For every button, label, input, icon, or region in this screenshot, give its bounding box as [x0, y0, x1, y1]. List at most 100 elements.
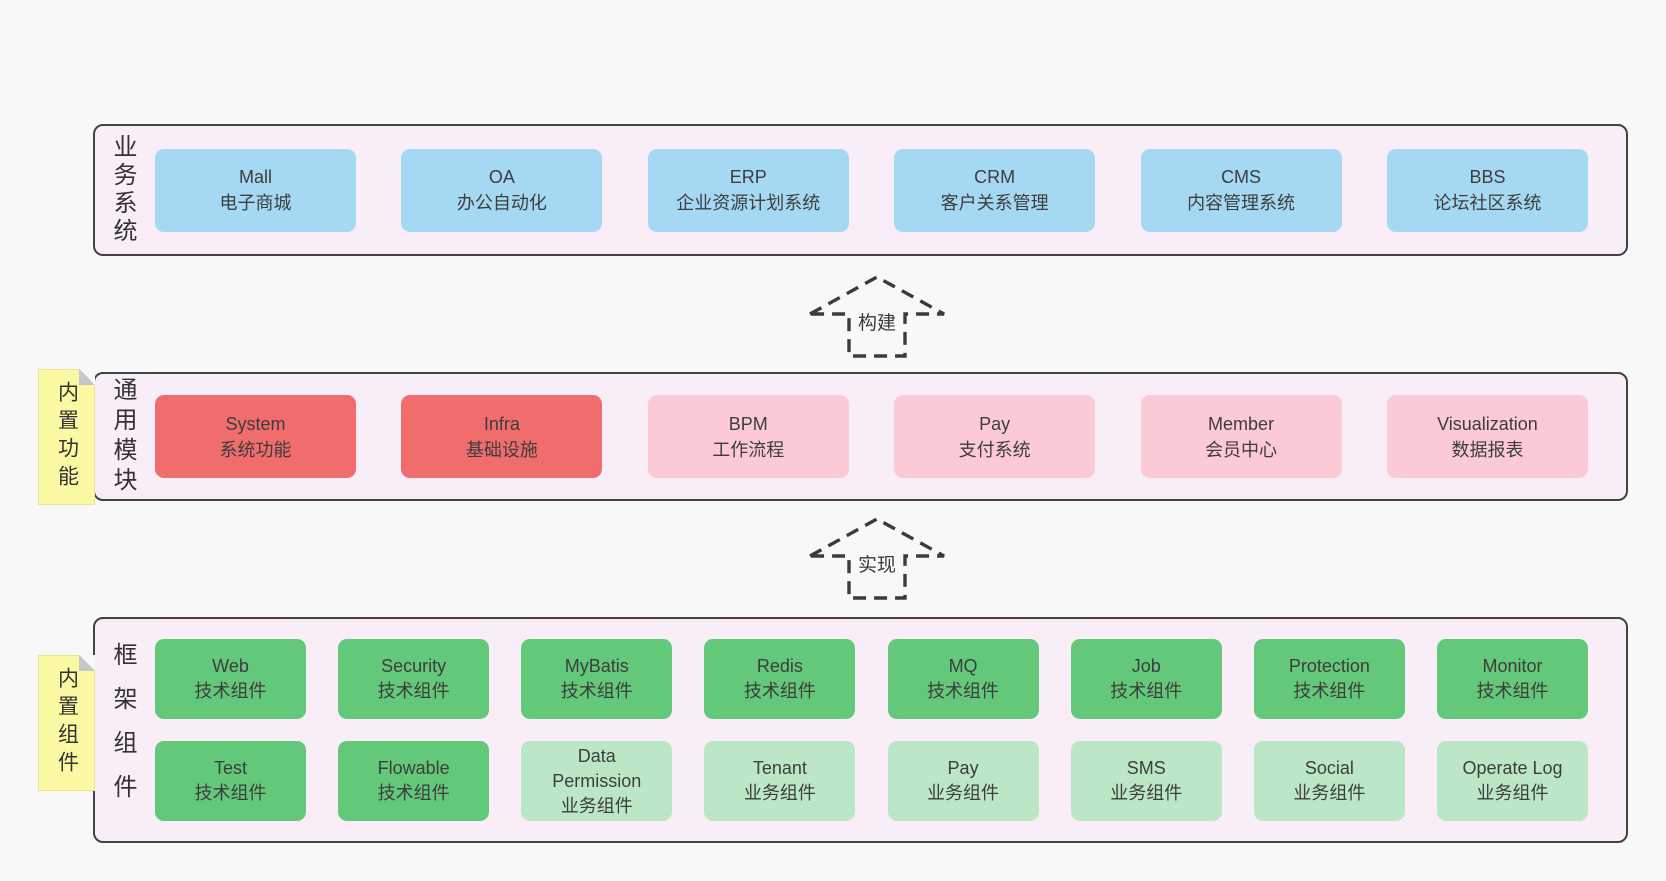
node-desc: 基础设施: [465, 439, 538, 460]
node-name: Pay: [947, 758, 979, 778]
node-desc: 内容管理系统: [1187, 193, 1296, 213]
node-redis: Redis 技术组件: [704, 639, 856, 719]
band-framework-components: 框架组件 Web 技术组件 Security 技术组件 MyBatis 技术组件…: [93, 617, 1628, 843]
node-name: Visualization: [1437, 413, 1538, 434]
node-monitor: Monitor 技术组件: [1436, 639, 1588, 719]
node-name: Data Permission: [552, 745, 642, 791]
node-tenant: Tenant 业务组件: [704, 741, 856, 821]
node-name: Mall: [238, 167, 272, 187]
node-desc: 业务组件: [560, 795, 633, 816]
node-test: Test 技术组件: [155, 741, 306, 821]
node-name: Protection: [1288, 656, 1370, 676]
node-infra: Infra 基础设施: [401, 395, 603, 478]
node-name: Tenant: [752, 758, 807, 778]
node-crm: CRM 客户关系管理: [894, 148, 1096, 232]
node-web: Web 技术组件: [155, 639, 306, 719]
node-desc: 办公自动化: [456, 193, 547, 213]
node-pay-component: Pay 业务组件: [887, 741, 1039, 821]
node-name: Security: [381, 656, 447, 676]
arrow-implement-label: 实现: [854, 550, 900, 577]
node-name: MQ: [948, 656, 978, 676]
node-desc: 数据报表: [1451, 439, 1524, 460]
node-desc: 业务组件: [927, 783, 1000, 803]
node-job: Job 技术组件: [1070, 639, 1222, 719]
node-desc: 客户关系管理: [940, 193, 1049, 213]
framework-row-1: Web 技术组件 Security 技术组件 MyBatis 技术组件 Redi…: [155, 639, 1588, 719]
node-desc: 技术组件: [194, 783, 267, 803]
arrow-build-label: 构建: [854, 308, 900, 335]
band-framework-label: 框架组件: [109, 642, 136, 818]
node-mq: MQ 技术组件: [887, 639, 1039, 719]
modules-boxes-row: System 系统功能 Infra 基础设施 BPM 工作流程 Pay 支付系统…: [155, 395, 1588, 478]
node-desc: 业务组件: [1293, 783, 1366, 803]
node-desc: 技术组件: [927, 681, 1000, 701]
node-sms: SMS 业务组件: [1070, 741, 1222, 821]
dashed-up-arrow-build: 构建: [806, 272, 948, 360]
node-operate-log: Operate Log 业务组件: [1436, 741, 1588, 821]
node-desc: 技术组件: [377, 681, 450, 701]
node-mybatis: MyBatis 技术组件: [521, 639, 673, 719]
node-member: Member 会员中心: [1140, 395, 1342, 478]
node-mall: Mall 电子商城: [155, 148, 356, 232]
sticky-note-built-in-components: 内置组件: [38, 655, 95, 791]
node-data-permission: Data Permission 业务组件: [521, 741, 673, 821]
sticky-note-built-in-features: 内置功能: [38, 369, 95, 505]
node-system: System 系统功能: [155, 395, 356, 478]
node-name: BBS: [1469, 167, 1506, 187]
node-bbs: BBS 论坛社区系统: [1386, 148, 1588, 232]
node-desc: 业务组件: [743, 783, 816, 803]
node-desc: 电子商城: [219, 193, 292, 213]
node-desc: 支付系统: [958, 439, 1031, 460]
node-name: CRM: [974, 167, 1016, 187]
node-visualization: Visualization 数据报表: [1386, 395, 1588, 478]
band-business-label: 业务系统: [109, 134, 136, 246]
node-name: Operate Log: [1462, 758, 1563, 778]
dashed-up-arrow-implement: 实现: [806, 514, 948, 602]
node-desc: 业务组件: [1110, 783, 1183, 803]
node-name: Member: [1208, 413, 1275, 434]
up-arrow-icon: [809, 517, 945, 600]
note-label: 内置功能: [55, 381, 79, 493]
band-business-systems: 业务系统 Mall 电子商城 OA 办公自动化 ERP 企业资源计划系统 CRM…: [93, 124, 1628, 256]
node-name: Infra: [483, 413, 520, 434]
node-desc: 技术组件: [1293, 681, 1366, 701]
node-name: CMS: [1221, 167, 1262, 187]
node-pay: Pay 支付系统: [894, 395, 1096, 478]
node-name: BPM: [728, 413, 768, 434]
node-name: ERP: [729, 167, 767, 187]
framework-rows: Web 技术组件 Security 技术组件 MyBatis 技术组件 Redi…: [155, 639, 1588, 821]
node-name: Redis: [756, 656, 803, 676]
node-bpm: BPM 工作流程: [647, 395, 849, 478]
node-desc: 技术组件: [194, 681, 267, 701]
node-desc: 论坛社区系统: [1433, 193, 1542, 213]
band-modules-label: 通用模块: [109, 376, 136, 497]
framework-row-2: Test 技术组件 Flowable 技术组件 Data Permission …: [155, 741, 1588, 821]
node-desc: 技术组件: [743, 681, 816, 701]
node-name: OA: [488, 167, 515, 187]
node-desc: 企业资源计划系统: [676, 193, 821, 213]
node-security: Security 技术组件: [338, 639, 490, 719]
node-flowable: Flowable 技术组件: [338, 741, 490, 821]
node-name: System: [225, 413, 286, 434]
node-desc: 会员中心: [1205, 439, 1278, 460]
node-desc: 工作流程: [712, 439, 785, 460]
note-label: 内置组件: [55, 667, 79, 779]
node-oa: OA 办公自动化: [401, 148, 603, 232]
node-name: Flowable: [377, 758, 450, 778]
node-name: SMS: [1126, 758, 1166, 778]
node-name: Social: [1304, 758, 1354, 778]
node-desc: 技术组件: [560, 681, 633, 701]
node-name: MyBatis: [564, 656, 629, 676]
node-desc: 技术组件: [1110, 681, 1183, 701]
node-name: Job: [1131, 656, 1161, 676]
node-name: Test: [213, 758, 247, 778]
node-desc: 技术组件: [1476, 681, 1549, 701]
node-name: Pay: [979, 413, 1011, 434]
node-name: Monitor: [1482, 656, 1543, 676]
note-fold-corner-icon: [79, 655, 95, 671]
business-boxes-row: Mall 电子商城 OA 办公自动化 ERP 企业资源计划系统 CRM 客户关系…: [155, 148, 1588, 232]
band-common-modules: 通用模块 System 系统功能 Infra 基础设施 BPM 工作流程 Pay…: [93, 372, 1628, 501]
node-name: Web: [212, 656, 249, 676]
node-social: Social 业务组件: [1253, 741, 1405, 821]
